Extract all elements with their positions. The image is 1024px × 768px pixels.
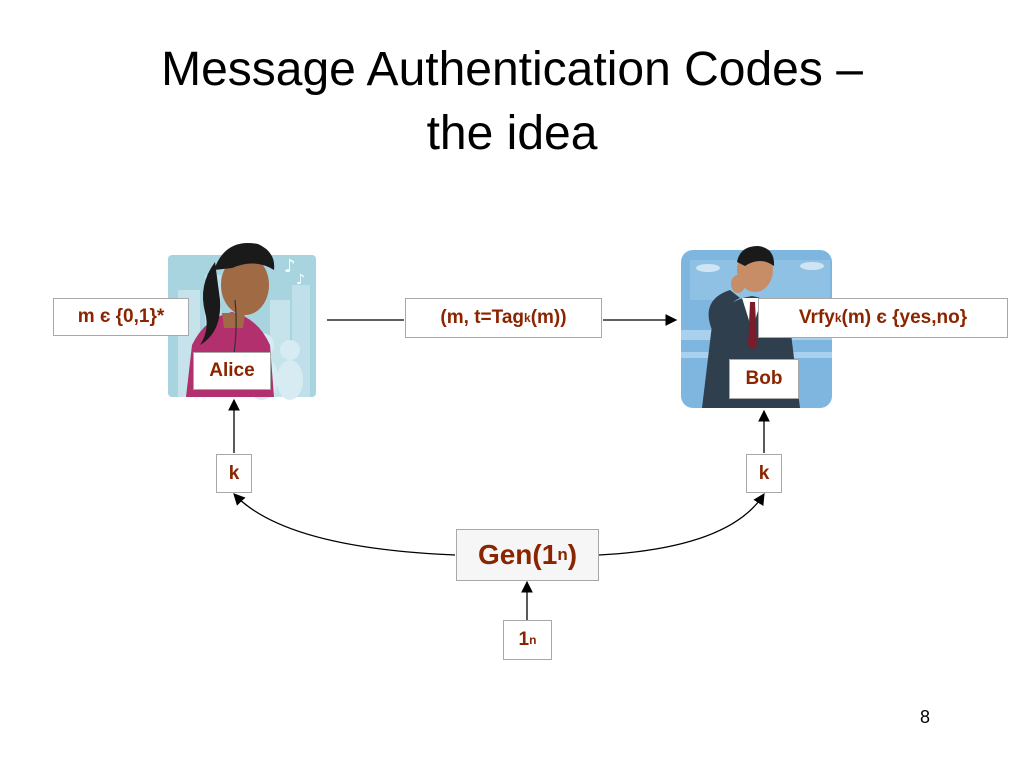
bob-key-label: k bbox=[746, 454, 782, 493]
slide-title: Message Authentication Codes – the idea bbox=[0, 38, 1024, 166]
alice-name-label: Alice bbox=[193, 352, 271, 390]
page-number: 8 bbox=[920, 707, 931, 727]
gen-to-bob-key-arrow bbox=[598, 493, 765, 556]
bob-name-label: Bob bbox=[729, 359, 799, 399]
slide-title-line-2: the idea bbox=[426, 107, 598, 160]
svg-text:♪: ♪ bbox=[284, 256, 296, 277]
svg-text:♪: ♪ bbox=[296, 272, 305, 288]
alice-key-label: k bbox=[216, 454, 252, 493]
slide-title-line-1: Message Authentication Codes – bbox=[161, 43, 863, 96]
gen-to-alice-key-arrow bbox=[233, 493, 456, 556]
message-space-label: m є {0,1}* bbox=[53, 298, 189, 336]
